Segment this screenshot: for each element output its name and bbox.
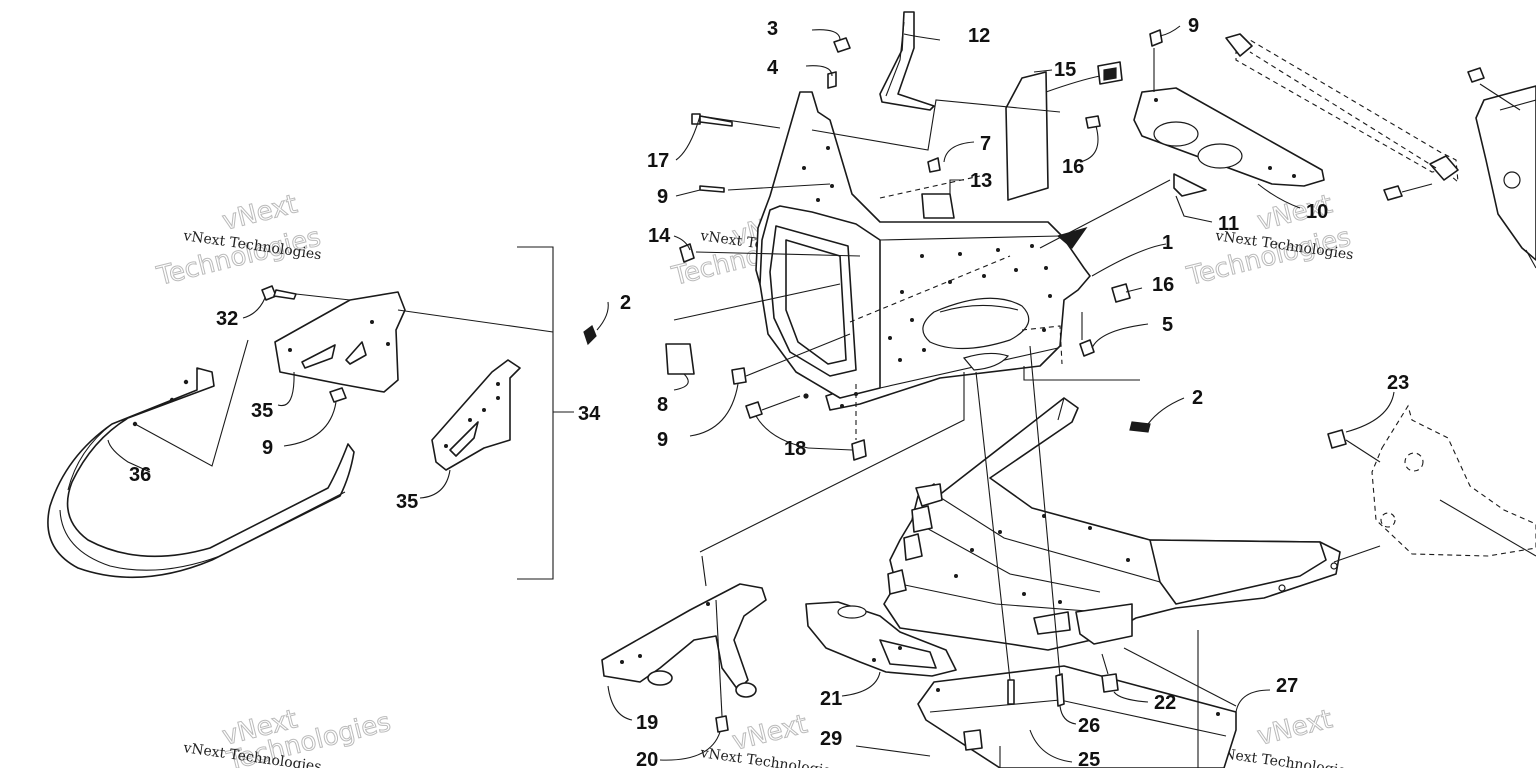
callout-25: 25 (1078, 749, 1100, 768)
callout-17: 17 (647, 150, 669, 172)
callout-8: 8 (657, 394, 668, 416)
callout-13: 13 (970, 170, 992, 192)
callout-1: 1 (1162, 232, 1173, 254)
callout-9: 9 (262, 437, 273, 459)
electrical-module-15 (1005, 61, 1123, 201)
svg-text:vNext Technologies: vNext Technologies (1213, 745, 1354, 768)
svg-text:vNext: vNext (1254, 704, 1335, 751)
callout-18: 18 (784, 438, 806, 460)
watermark-bottom-left: vNext Technologies vNext Technologies (181, 704, 394, 768)
spindle-arm-19 (601, 583, 767, 698)
fasteners-center (665, 29, 1163, 733)
watermark-top-left: vNext Technologies vNext Technologies (153, 189, 324, 293)
callout-26: 26 (1078, 715, 1100, 737)
callout-15: 15 (1054, 59, 1076, 81)
callout-36: 36 (129, 464, 151, 486)
callout-22: 22 (1154, 692, 1176, 714)
side-bracket-right (1225, 33, 1459, 184)
callout-2: 2 (1192, 387, 1203, 409)
callout-5: 5 (1162, 314, 1173, 336)
skid-plate-27 (917, 665, 1237, 768)
callout-labels: 1 2 2 3 4 5 7 8 9 9 9 9 10 11 12 13 14 1… (129, 15, 1409, 768)
callout-3: 3 (767, 18, 778, 40)
callout-23: 23 (1387, 372, 1409, 394)
callout-29: 29 (820, 728, 842, 750)
callout-9: 9 (657, 186, 668, 208)
center-leaders (607, 25, 1395, 768)
side-shield-right (1327, 404, 1536, 557)
callout-21: 21 (820, 688, 842, 710)
callout-16: 16 (1062, 156, 1084, 178)
clip-2-left (583, 325, 597, 346)
callout-32: 32 (216, 308, 238, 330)
callout-2: 2 (620, 292, 631, 314)
callout-20: 20 (636, 749, 658, 768)
front-bumper (47, 367, 355, 579)
callout-4: 4 (767, 57, 779, 79)
front-crossmember (883, 397, 1341, 651)
callout-34: 34 (578, 403, 601, 425)
bumper-bracket-upper (274, 291, 406, 393)
callout-9: 9 (1188, 15, 1199, 37)
rivet-9-left (329, 387, 347, 403)
bumper-bracket-lower (431, 359, 521, 471)
callout-11: 11 (1218, 213, 1239, 235)
callout-14: 14 (648, 225, 671, 247)
nose-piece-21 (805, 601, 957, 677)
callout-7: 7 (980, 133, 991, 155)
callout-35: 35 (251, 400, 273, 422)
bolt-32 (261, 285, 297, 301)
callout-9: 9 (657, 429, 668, 451)
watermark-top-right: vNext Technologies vNext Technologies (1183, 189, 1354, 293)
mounting-plate-10 (1133, 87, 1325, 197)
callout-10: 10 (1306, 201, 1328, 223)
callout-12: 12 (968, 25, 990, 47)
callout-16: 16 (1152, 274, 1174, 296)
callout-27: 27 (1276, 675, 1298, 697)
mirror-12 (879, 11, 935, 111)
callout-19: 19 (636, 712, 658, 734)
bracket-34 (517, 246, 554, 580)
right-edge-housing (1383, 67, 1536, 269)
callout-35: 35 (396, 491, 418, 513)
svg-text:vNext: vNext (729, 709, 810, 756)
